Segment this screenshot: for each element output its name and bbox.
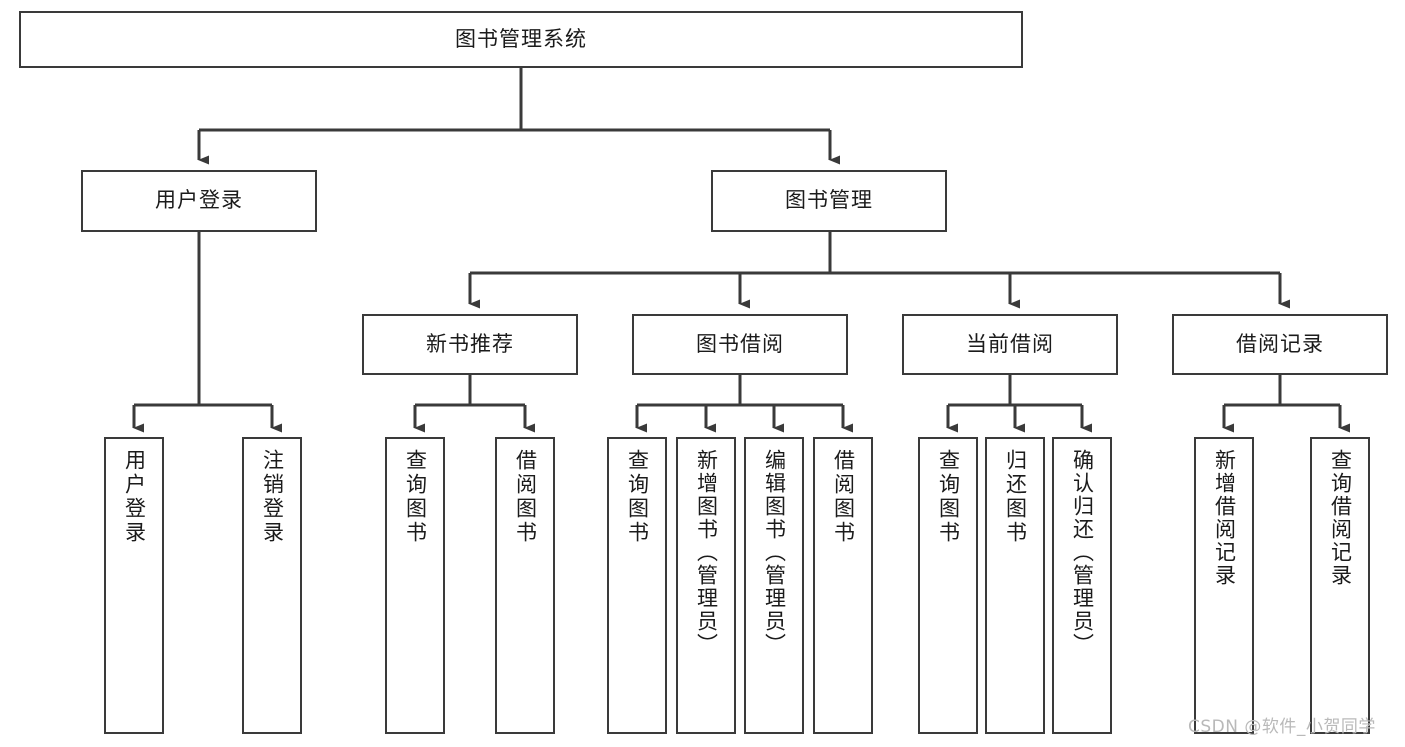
leaf-book-borrow-2[interactable]: 编辑图书（管理员） <box>744 437 804 734</box>
node-label: 查询图书 <box>936 449 961 545</box>
node-label: 借阅图书 <box>831 449 856 545</box>
node-label: 当前借阅 <box>966 331 1054 356</box>
leaf-user-login-1[interactable]: 注销登录 <box>242 437 302 734</box>
leaf-borrow-record-0[interactable]: 新增借阅记录 <box>1194 437 1254 734</box>
node-current-borrow[interactable]: 当前借阅 <box>902 314 1118 375</box>
node-user-login[interactable]: 用户登录 <box>81 170 317 232</box>
node-label: 新增借阅记录 <box>1212 449 1237 587</box>
leaf-new-book-recommend-0[interactable]: 查询图书 <box>385 437 445 734</box>
leaf-new-book-recommend-1[interactable]: 借阅图书 <box>495 437 555 734</box>
node-label: 归还图书 <box>1003 449 1028 545</box>
leaf-borrow-record-1[interactable]: 查询借阅记录 <box>1310 437 1370 734</box>
node-root-system[interactable]: 图书管理系统 <box>19 11 1023 68</box>
node-label: 借阅记录 <box>1236 331 1324 356</box>
leaf-book-borrow-1[interactable]: 新增图书（管理员） <box>676 437 736 734</box>
leaf-current-borrow-0[interactable]: 查询图书 <box>918 437 978 734</box>
node-book-borrow[interactable]: 图书借阅 <box>632 314 848 375</box>
node-label: 注销登录 <box>260 449 285 545</box>
node-label: 图书管理系统 <box>455 26 587 51</box>
node-label: 编辑图书（管理员） <box>762 449 787 656</box>
node-label: 借阅图书 <box>513 449 538 545</box>
leaf-current-borrow-1[interactable]: 归还图书 <box>985 437 1045 734</box>
node-label: 用户登录 <box>122 449 147 545</box>
node-label: 图书借阅 <box>696 331 784 356</box>
node-label: 图书管理 <box>785 188 873 213</box>
node-book-management[interactable]: 图书管理 <box>711 170 947 232</box>
node-label: 查询图书 <box>625 449 650 545</box>
node-new-book-recommend[interactable]: 新书推荐 <box>362 314 578 375</box>
node-label: 查询借阅记录 <box>1328 449 1353 587</box>
leaf-current-borrow-2[interactable]: 确认归还（管理员） <box>1052 437 1112 734</box>
node-label: 查询图书 <box>403 449 428 545</box>
node-label: 新增图书（管理员） <box>694 449 719 656</box>
node-borrow-record[interactable]: 借阅记录 <box>1172 314 1388 375</box>
leaf-book-borrow-0[interactable]: 查询图书 <box>607 437 667 734</box>
node-label: 新书推荐 <box>426 331 514 356</box>
node-label: 用户登录 <box>155 188 243 213</box>
leaf-user-login-0[interactable]: 用户登录 <box>104 437 164 734</box>
watermark-text: CSDN @软件_小贺同学 <box>1188 717 1376 737</box>
leaf-book-borrow-3[interactable]: 借阅图书 <box>813 437 873 734</box>
node-label: 确认归还（管理员） <box>1070 449 1095 656</box>
